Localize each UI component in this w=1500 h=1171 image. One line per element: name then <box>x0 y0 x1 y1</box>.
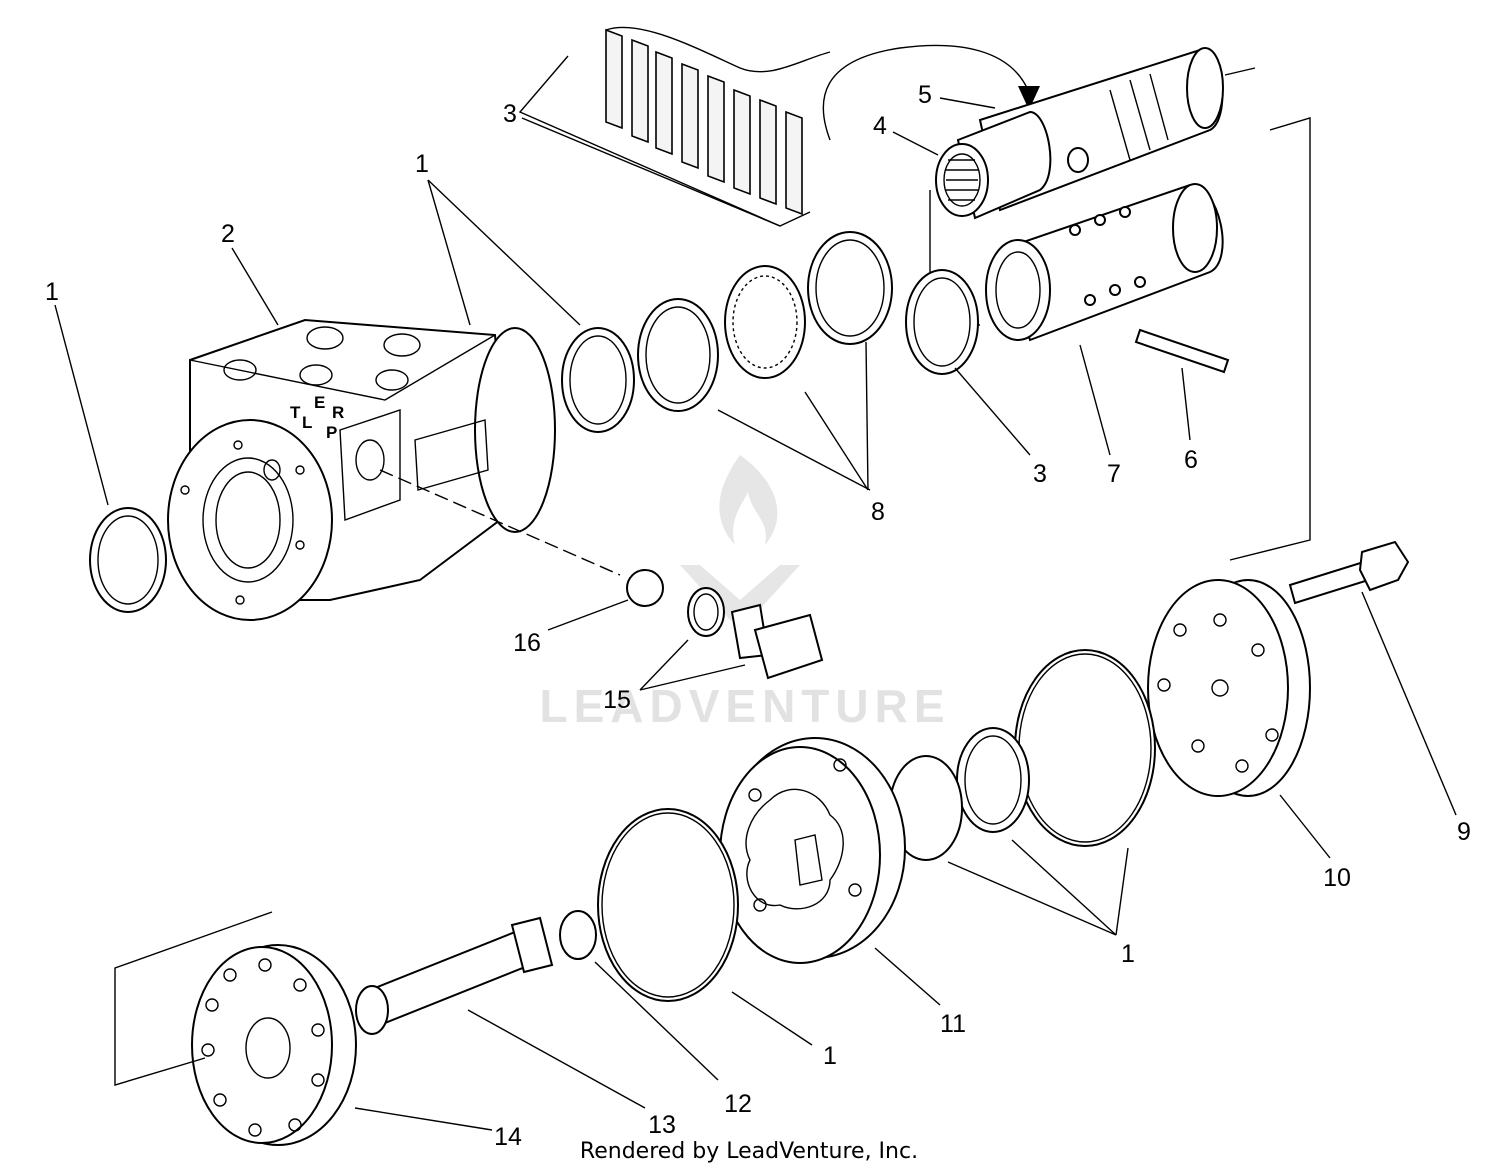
part-15-plug-washer <box>687 587 824 680</box>
callout-1: 1 <box>45 278 59 306</box>
leadventure-watermark: LEADVENTURE <box>539 455 950 732</box>
callout-5: 5 <box>918 81 932 109</box>
callout-labels: 1 2 1 3 5 4 3 7 6 8 16 15 9 10 1 11 1 12… <box>45 81 1471 1151</box>
part-14-plate <box>191 944 357 1146</box>
callout-2: 2 <box>221 220 235 248</box>
callout-9: 9 <box>1457 818 1471 846</box>
part-1-ring-bottom <box>597 808 739 1002</box>
footer-credit: Rendered by LeadVenture, Inc. <box>580 1139 918 1164</box>
part-6-pin <box>1134 328 1230 374</box>
callout-3: 3 <box>503 100 517 128</box>
callout-15: 15 <box>603 686 631 714</box>
part-3-ring <box>905 269 979 375</box>
callout-4: 4 <box>873 112 887 140</box>
part-11-gerotor <box>719 737 906 964</box>
callout-13: 13 <box>648 1111 676 1139</box>
callout-3: 3 <box>1033 460 1047 488</box>
part-13-drive-shaft <box>355 916 554 1035</box>
part-1-ring-upper <box>561 327 635 433</box>
part-10-end-cap <box>1147 579 1311 797</box>
stamp-letter-l: L <box>302 413 312 432</box>
part-3-leader-lines <box>518 55 781 227</box>
plate-guide-lines <box>114 911 273 1086</box>
callout-10: 10 <box>1323 864 1351 892</box>
callout-1: 1 <box>823 1042 837 1070</box>
housing-axis-line <box>379 469 621 576</box>
part-7-sleeve <box>985 183 1224 342</box>
callout-12: 12 <box>724 1090 752 1118</box>
part-9-bolt <box>1288 540 1410 605</box>
part-3-seal-stack <box>521 26 831 227</box>
callout-8: 8 <box>871 498 885 526</box>
assembly-arrow-head <box>1018 86 1040 110</box>
watermark-text: LEADVENTURE <box>539 680 950 732</box>
part-1-ring-left <box>89 507 167 613</box>
callout-7: 7 <box>1107 460 1121 488</box>
callout-1: 1 <box>1121 940 1135 968</box>
part-16-ball <box>626 569 664 607</box>
part-4-5-spool-sleeve <box>935 47 1224 220</box>
stamp-letter-e: E <box>314 393 325 412</box>
callout-14: 14 <box>494 1123 522 1151</box>
callout-1: 1 <box>415 150 429 178</box>
stamp-letter-r: R <box>332 403 344 422</box>
housing-port-stamp: T E L R P <box>290 393 344 442</box>
part-1-rings-lower <box>889 649 1156 861</box>
part-8-bearing-set <box>637 231 893 412</box>
assembly-arrow-curve <box>822 44 1029 141</box>
part-2-housing <box>167 318 556 621</box>
callout-6: 6 <box>1184 446 1198 474</box>
stamp-letter-t: T <box>290 403 301 422</box>
callout-11: 11 <box>940 1010 966 1038</box>
stamp-letter-p: P <box>326 423 337 442</box>
leader-lines <box>54 97 1457 1131</box>
callout-16: 16 <box>513 629 541 657</box>
part-12-spacer <box>559 910 597 960</box>
